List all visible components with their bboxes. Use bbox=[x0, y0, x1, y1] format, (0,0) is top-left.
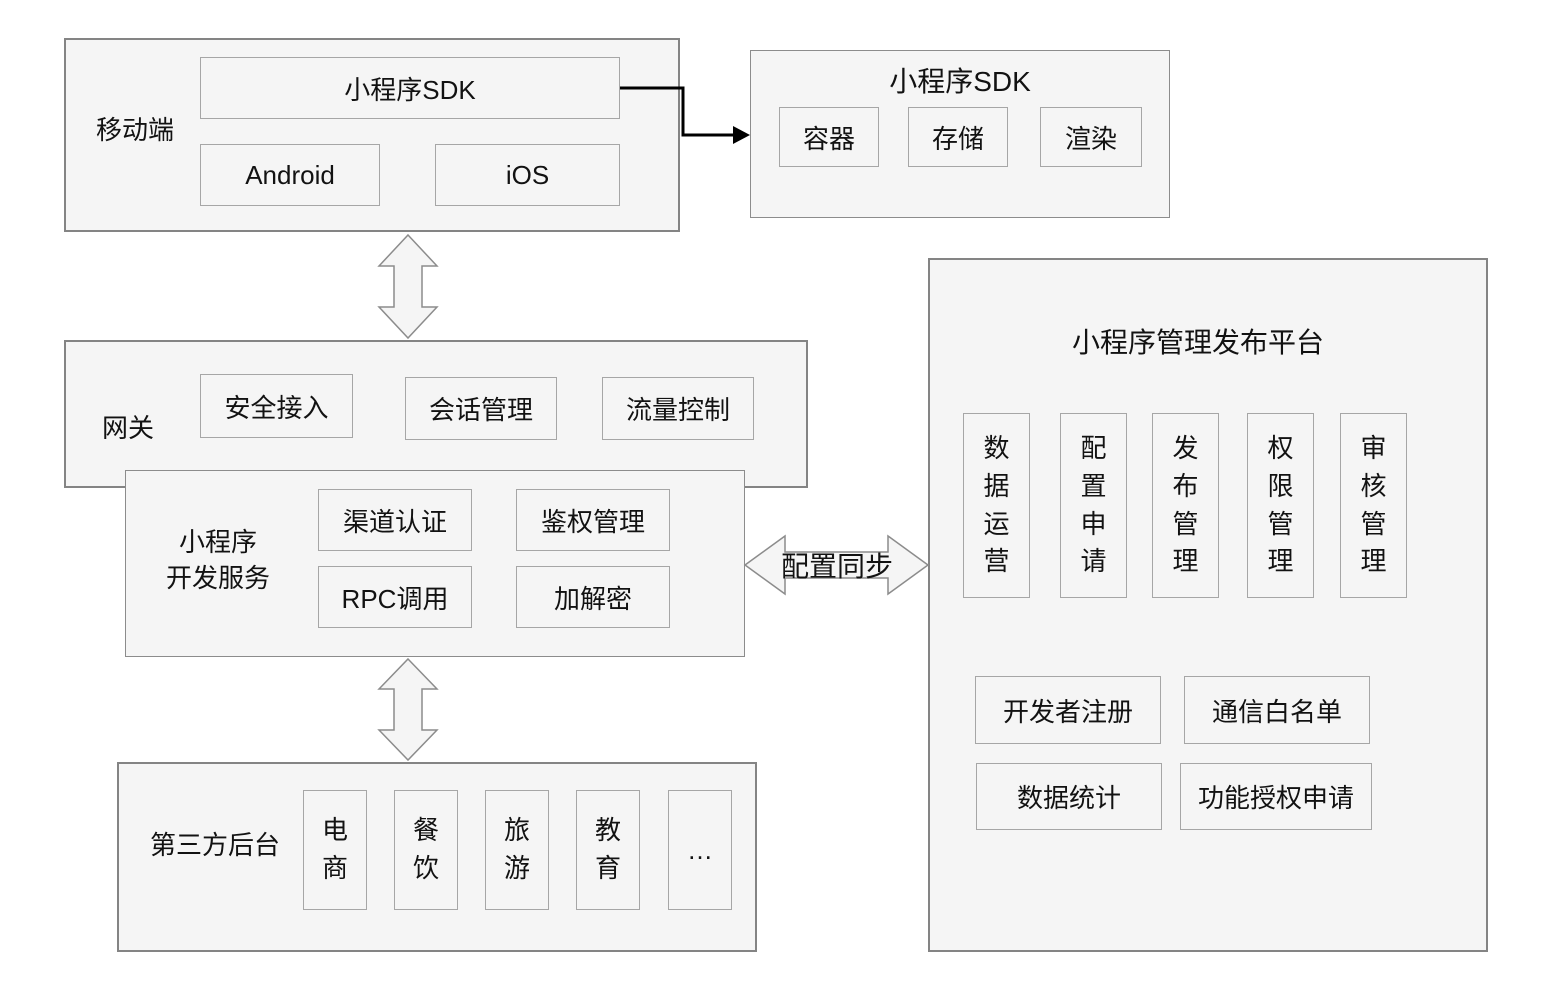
third-party-catering-box: 餐饮 bbox=[394, 790, 458, 910]
third-party-more-box: … bbox=[668, 790, 732, 910]
platform-permission-mgmt-box: 权限管理 bbox=[1247, 413, 1314, 598]
third-party-education-box: 教育 bbox=[576, 790, 640, 910]
mobile-gateway-double-arrow-icon bbox=[377, 233, 439, 340]
sdk-detail-title: 小程序SDK bbox=[889, 66, 1031, 97]
gateway-session-mgmt-box: 会话管理 bbox=[405, 377, 557, 440]
platform-box bbox=[928, 258, 1488, 952]
third-party-ecommerce-label: 电商 bbox=[321, 815, 348, 883]
android-box: Android bbox=[200, 144, 380, 206]
sdk-container-box: 容器 bbox=[779, 107, 879, 167]
sdk-storage-box: 存储 bbox=[908, 107, 1008, 167]
platform-permission-mgmt-label: 权限管理 bbox=[1267, 433, 1294, 577]
gateway-secure-access-box: 安全接入 bbox=[200, 374, 353, 438]
platform-data-ops-label: 数据运营 bbox=[983, 433, 1010, 577]
channel-auth-box: 渠道认证 bbox=[318, 489, 472, 551]
platform-review-mgmt-box: 审核管理 bbox=[1340, 413, 1407, 598]
sdk-render-box: 渲染 bbox=[1040, 107, 1142, 167]
third-party-education-label: 教育 bbox=[594, 815, 621, 883]
config-sync-label: 配置同步 bbox=[780, 551, 893, 582]
third-party-ecommerce-box: 电商 bbox=[303, 790, 367, 910]
third-party-travel-label: 旅游 bbox=[503, 815, 530, 883]
dev-service-label-line2: 开发服务 bbox=[165, 563, 270, 593]
dev-service-label: 小程序 开发服务 bbox=[138, 522, 298, 598]
platform-data-ops-box: 数据运营 bbox=[963, 413, 1030, 598]
feature-authz-apply-box: 功能授权申请 bbox=[1180, 763, 1372, 830]
platform-title: 小程序管理发布平台 bbox=[1071, 327, 1324, 358]
developer-register-box: 开发者注册 bbox=[975, 676, 1161, 744]
platform-release-mgmt-box: 发布管理 bbox=[1152, 413, 1219, 598]
gateway-flow-control-box: 流量控制 bbox=[602, 377, 754, 440]
sdk-elbow-arrowhead-icon bbox=[733, 126, 750, 144]
authz-mgmt-box: 鉴权管理 bbox=[516, 489, 670, 551]
third-party-catering-label: 餐饮 bbox=[412, 815, 439, 883]
ios-box: iOS bbox=[435, 144, 620, 206]
gateway-label: 网关 bbox=[101, 412, 154, 443]
platform-config-apply-label: 配置申请 bbox=[1080, 433, 1107, 577]
crypto-box: 加解密 bbox=[516, 566, 670, 628]
mobile-label: 移动端 bbox=[95, 114, 174, 145]
platform-config-apply-box: 配置申请 bbox=[1060, 413, 1127, 598]
platform-review-mgmt-label: 审核管理 bbox=[1360, 433, 1387, 577]
data-stats-box: 数据统计 bbox=[976, 763, 1162, 830]
whitelist-box: 通信白名单 bbox=[1184, 676, 1370, 744]
platform-release-mgmt-label: 发布管理 bbox=[1172, 433, 1199, 577]
dev-service-label-line1: 小程序 bbox=[178, 526, 257, 557]
devservice-thirdparty-double-arrow-icon bbox=[377, 657, 439, 762]
rpc-call-box: RPC调用 bbox=[318, 566, 472, 628]
third-party-label: 第三方后台 bbox=[149, 829, 280, 860]
mobile-sdk-box: 小程序SDK bbox=[200, 57, 620, 119]
third-party-travel-box: 旅游 bbox=[485, 790, 549, 910]
